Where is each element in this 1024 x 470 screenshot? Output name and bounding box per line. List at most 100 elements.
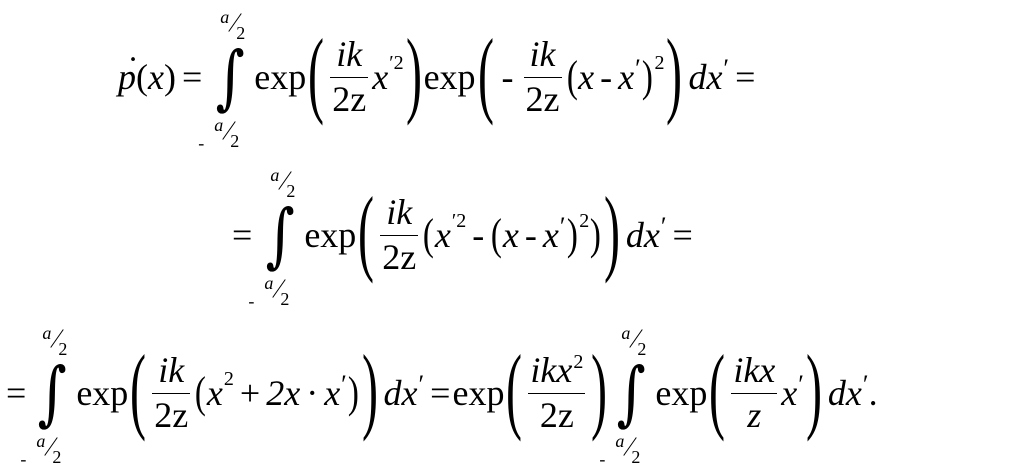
variable-x: x xyxy=(434,215,451,255)
prime-mark: ′ xyxy=(723,54,730,83)
den-text: 2z xyxy=(154,394,189,435)
integral-sign: ∫ xyxy=(265,194,296,276)
limit-a: a xyxy=(270,165,280,185)
big-paren-open: ( xyxy=(709,335,726,442)
square-superscript: 2 xyxy=(573,350,584,373)
integral-upper-limit: a 2 xyxy=(264,166,304,200)
fraction-bar xyxy=(380,234,419,236)
big-paren-open: ( xyxy=(506,335,523,442)
fraction-numerator: ik xyxy=(336,33,363,74)
fraction-bar xyxy=(528,392,586,394)
fraction-bar xyxy=(330,76,369,78)
big-paren-close: ) xyxy=(405,19,422,126)
integral-upper-limit: a 2 xyxy=(615,324,655,358)
prime-mark: ′ xyxy=(862,370,869,399)
den-text: 2z xyxy=(332,78,367,119)
integral-lower-limit: - a 2 xyxy=(248,274,290,310)
fraction: ik 2z xyxy=(330,33,369,119)
limit-minus: - xyxy=(20,449,27,469)
differential-dx: dx xyxy=(383,373,418,413)
big-paren-close: ) xyxy=(805,335,822,442)
limit-a: a xyxy=(615,431,625,451)
fraction-denominator: 2z xyxy=(538,394,576,435)
period: . xyxy=(868,373,878,413)
fraction-denominator: 2z xyxy=(380,236,418,277)
minus-sign: - xyxy=(524,215,537,255)
exp-function: exp xyxy=(304,215,357,255)
integral-sign: ∫ xyxy=(215,36,246,118)
variable-x: x xyxy=(578,57,595,97)
fraction-bar xyxy=(152,392,191,394)
fraction-numerator: ikx xyxy=(733,349,776,390)
limit-2: 2 xyxy=(286,181,296,201)
exp-function: exp xyxy=(423,57,476,97)
variable-x: x xyxy=(324,373,341,413)
integral: a 2 ∫ - a 2 xyxy=(198,2,250,152)
variable-x: x xyxy=(148,57,164,97)
limit-minus: - xyxy=(198,133,205,153)
square-superscript: 2 xyxy=(579,210,590,232)
two-x-text: 2x xyxy=(266,373,301,413)
limit-2: 2 xyxy=(637,339,647,359)
den-text: 2z xyxy=(382,236,417,277)
minus-sign: - xyxy=(501,57,514,97)
paren-close: ) xyxy=(347,368,359,417)
fraction: ikx z xyxy=(731,349,778,435)
variable-x: x xyxy=(781,373,798,413)
integral-upper-limit: a 2 xyxy=(36,324,76,358)
fraction-numerator: ik xyxy=(529,33,556,74)
paren-open: ( xyxy=(491,210,503,259)
prime-mark: ′ xyxy=(798,370,804,399)
integral-lower-limit: - a 2 xyxy=(198,115,240,153)
integral-upper-limit: a 2 xyxy=(214,8,254,42)
p-dot-symbol: p ˙ xyxy=(118,51,139,95)
integral: a 2 ∫ - a 2 xyxy=(20,318,72,468)
paren-close: ) xyxy=(641,52,653,101)
limit-a: a xyxy=(220,7,230,27)
big-paren-open: ( xyxy=(477,19,494,126)
limit-2: 2 xyxy=(230,131,240,151)
fraction-denominator: 2z xyxy=(152,394,190,435)
differential-dx: dx xyxy=(625,215,660,255)
minus-sign: - xyxy=(600,57,613,97)
exp-function: exp xyxy=(452,373,505,413)
variable-x: x xyxy=(618,57,635,97)
big-paren-close: ) xyxy=(603,177,620,284)
limit-2: 2 xyxy=(280,289,290,309)
equals-sign: = xyxy=(735,57,756,97)
equals-sign: = xyxy=(430,373,451,413)
dot-operator: · xyxy=(306,373,319,413)
paren-close: ) xyxy=(163,57,176,97)
limit-a: a xyxy=(214,115,224,135)
limit-minus: - xyxy=(599,449,606,469)
limit-a: a xyxy=(36,431,46,451)
limit-2: 2 xyxy=(58,339,68,359)
fraction-bar xyxy=(731,392,778,394)
fraction: ik 2z xyxy=(152,351,191,435)
equals-sign: = xyxy=(672,215,693,255)
variable-x: x xyxy=(542,215,559,255)
variable-x: x xyxy=(372,57,389,97)
prime-mark: ′ xyxy=(341,370,347,399)
fraction: ik 2z xyxy=(523,33,562,119)
integral-lower-limit: - a 2 xyxy=(599,431,640,469)
equals-sign: = xyxy=(181,57,203,97)
prime-mark: ′ xyxy=(635,54,641,83)
equation-line-1: p ˙ ( x ) = a 2 ∫ - a 2 exp ( ik 2z x′2 … xyxy=(118,2,761,152)
den-text: 2z xyxy=(539,394,574,435)
integral: a 2 ∫ - a 2 xyxy=(248,160,300,310)
fraction-denominator: z xyxy=(747,394,762,435)
exp-function: exp xyxy=(254,57,307,97)
big-paren-close: ) xyxy=(666,19,683,126)
fraction-bar xyxy=(523,76,562,78)
limit-a: a xyxy=(621,323,631,343)
prime-mark: ′ xyxy=(660,212,667,241)
limit-2: 2 xyxy=(52,447,62,467)
integral: a 2 ∫ - a 2 xyxy=(599,318,651,468)
square-superscript: 2 xyxy=(223,368,234,390)
differential-dx: dx xyxy=(827,373,862,413)
limit-2: 2 xyxy=(236,23,246,43)
limit-a: a xyxy=(42,323,52,343)
prime-square-superscript: ′2 xyxy=(389,52,404,74)
